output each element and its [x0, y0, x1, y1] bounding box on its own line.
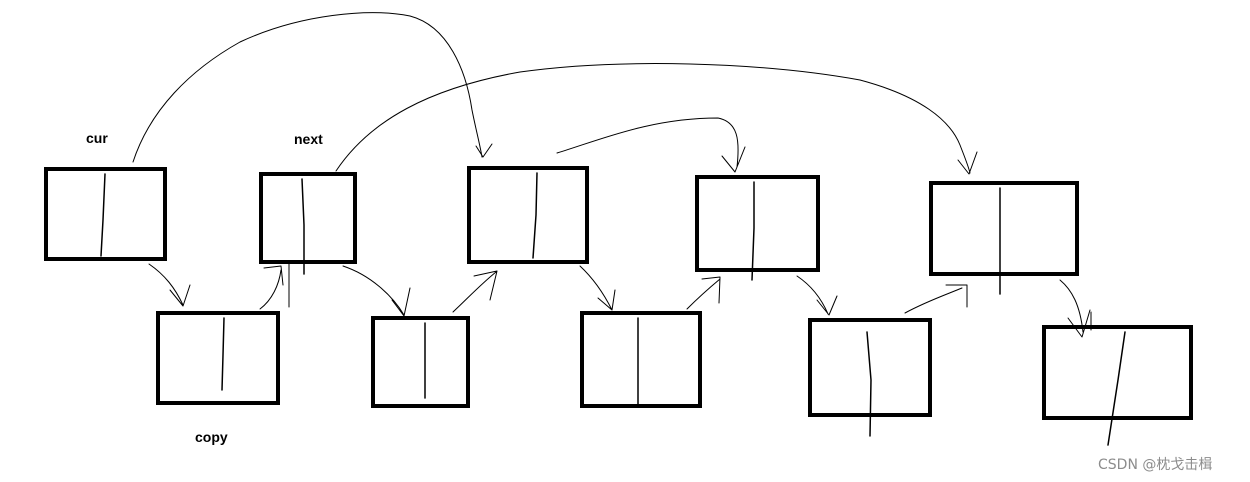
original-node-3	[467, 166, 589, 264]
arrow-node3-to-node4	[556, 117, 746, 173]
arrow-copy1-to-orig2	[259, 265, 284, 310]
arrow-copy4-to-orig5	[904, 284, 968, 314]
node-box	[44, 167, 167, 261]
node-divider	[221, 317, 225, 391]
node-divider	[866, 331, 872, 437]
arrow-orig4-to-copy4	[796, 275, 838, 316]
label-copy: copy	[195, 429, 228, 445]
arrow-orig1-to-copy1	[148, 263, 191, 307]
node-box	[695, 175, 820, 272]
arrow-copy3-to-orig4	[686, 276, 721, 310]
copy-node-1	[156, 311, 280, 405]
original-node-5	[929, 181, 1079, 295]
arrow-cur-to-node3	[132, 12, 493, 163]
node-box	[1042, 325, 1193, 420]
node-box	[156, 311, 280, 405]
original-node-2	[259, 172, 357, 275]
node-box	[467, 166, 589, 264]
label-cur: cur	[86, 130, 108, 146]
arrow-orig2-to-copy2	[342, 265, 411, 317]
node-box	[259, 172, 357, 264]
original-node-1	[44, 167, 167, 261]
node-box	[580, 311, 702, 408]
label-next: next	[294, 131, 323, 147]
arrow-next-to-node5	[335, 63, 978, 175]
arrow-orig5-to-copy5	[1059, 279, 1091, 338]
copy-node-2	[371, 316, 470, 408]
node-divider	[751, 181, 755, 281]
node-divider	[1107, 331, 1126, 446]
copy-node-3	[580, 311, 702, 408]
copy-node-5	[1042, 325, 1193, 446]
arrow-copy2-to-orig3	[452, 270, 498, 313]
node-box	[371, 316, 470, 408]
watermark: CSDN @枕戈击楫	[1098, 457, 1212, 473]
node-divider	[100, 173, 106, 257]
original-node-4	[695, 175, 820, 281]
arrow-orig3-to-copy3	[579, 265, 616, 311]
node-box	[929, 181, 1079, 276]
copy-node-4	[808, 318, 932, 437]
node-divider	[301, 178, 305, 275]
node-divider	[532, 172, 538, 259]
